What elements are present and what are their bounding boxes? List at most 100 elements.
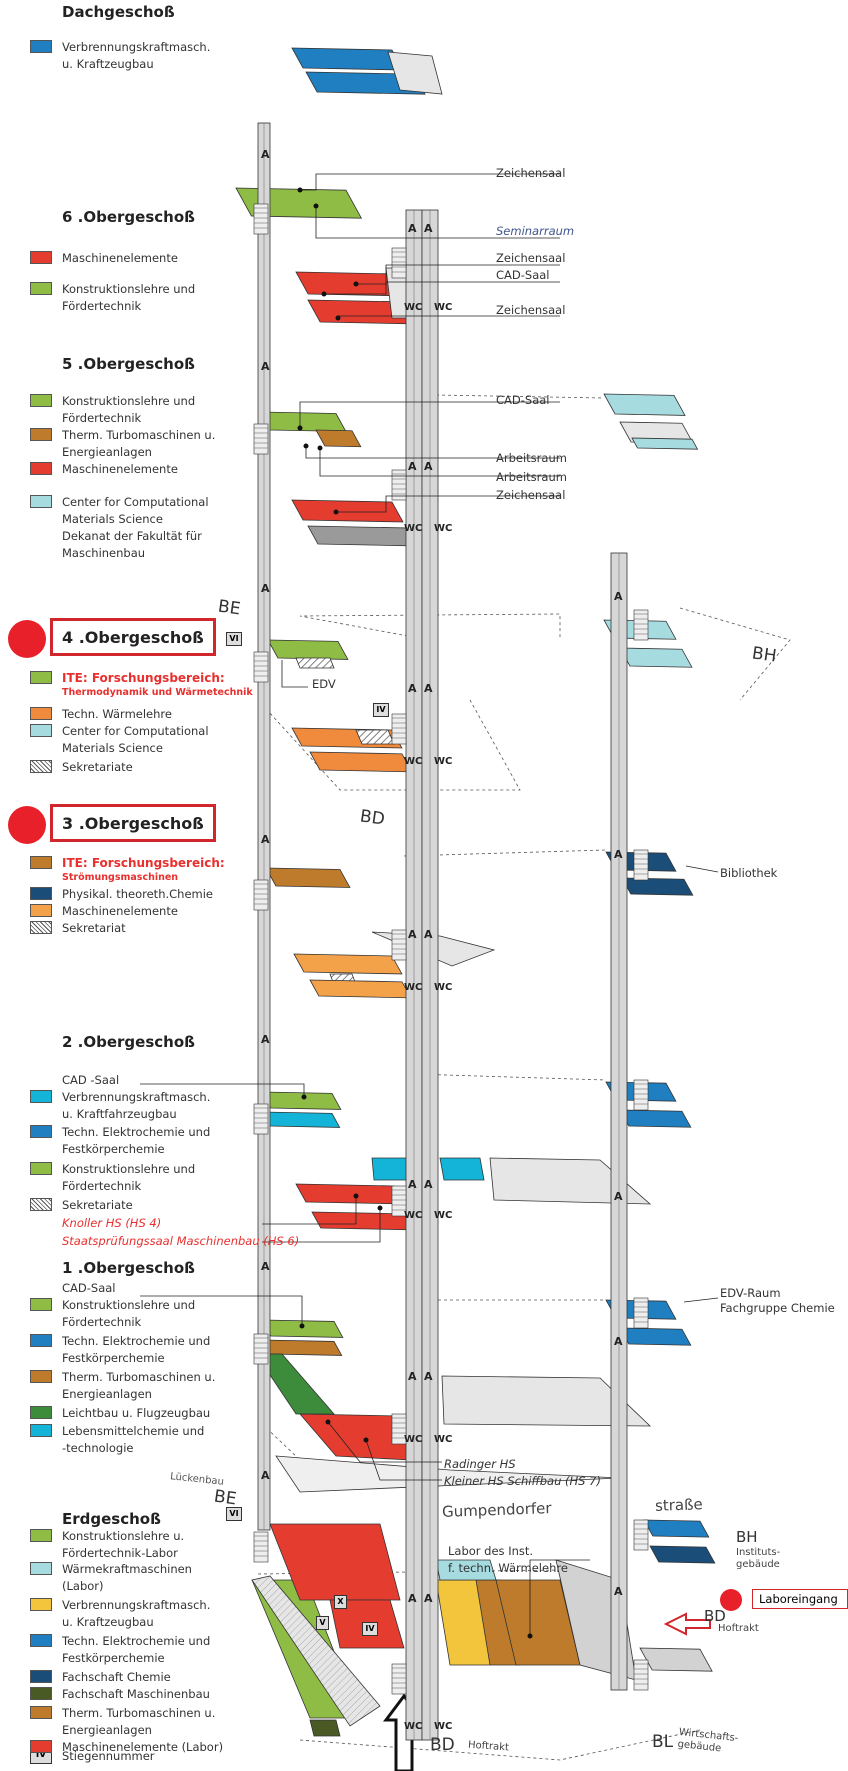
building-bd-hoftrakt: BD [704,1607,726,1625]
stair-block-13 [253,203,269,235]
legend-swatch-og4-0 [30,707,52,720]
building-be-4: BE [216,596,242,620]
legend-label-og4-2: Sekretariate [62,760,133,774]
eg-darkolive-plate [309,1719,341,1737]
lift-label-left-4: A [261,1033,270,1046]
lift-label-center-2: A [408,460,417,473]
eg-lightcyan-plate [435,1559,497,1581]
legend-label-og4-0: Techn. Wärmelehre [62,707,172,721]
legend-swatch-og6-0 [30,251,52,264]
building-bl: BL [652,1732,674,1752]
dash-og3-a [403,849,607,857]
dash-eg-b [299,1729,701,1761]
lift-label-center-8: A [408,1178,417,1191]
og4-hatch [295,657,335,669]
line-zeichensaal-5 [336,495,560,513]
dash-bh-4 [679,607,791,701]
callout-dots [297,187,533,1639]
callout-arbeitsraum-1: Arbeitsraum [496,451,567,465]
stair-block-3 [391,929,407,961]
laboreingang-label: Laboreingang [752,1589,848,1609]
callout-radinger-hs: Radinger HS [444,1457,516,1471]
og5-green-slab [259,411,347,432]
lift-label-center-4: A [408,682,417,695]
wc-label-13: WC [434,1721,452,1732]
legend-swatch-og5-0 [30,394,52,407]
roof-stair-core [387,51,443,95]
og4-marker-dot [8,620,46,658]
lift-label-center-0: A [408,222,417,235]
callout-dot-6 [303,443,309,449]
legend-swatch-og4-2 [30,760,52,773]
callout-dot-7 [317,445,323,451]
lift-label-center-9: A [424,1178,433,1191]
wc-label-3: WC [434,523,452,534]
og3-brown-slab [265,867,351,888]
legend-swatch-og5-2 [30,462,52,475]
dash-og4-a [299,613,561,640]
og4-green-slab [267,639,349,660]
legend-swatch-og1-0 [30,1298,52,1311]
og2-knoller-hs: Knoller HS (HS 4) [62,1216,162,1230]
legend-swatch-og5-3 [30,495,52,508]
lift-label-left-0: A [261,148,270,161]
legend-label-eg-0: Konstruktionslehre u. Fördertechnik-Labo… [62,1529,185,1560]
stair-marker-vi-og4: VI [226,632,242,646]
stair-marker-vi-eg: VI [226,1507,242,1521]
callout-dot-4 [335,315,341,321]
callout-lines [140,173,719,1636]
legend-swatch-og2-3 [30,1198,52,1211]
og1-cad-saal: CAD-Saal [62,1281,116,1295]
eg-blue-slab-right [643,1519,710,1538]
legend-label-og1-3: Leichtbau u. Flugzeugbau [62,1406,211,1420]
legend-swatch-og2-0 [30,1090,52,1103]
legend-swatch-og1-1 [30,1334,52,1347]
legend-label-og5-3: Center for Computational Materials Scien… [62,495,209,560]
wc-label-1: WC [434,302,452,313]
building-institutsgebaeude: Instituts- gebäude [736,1547,781,1570]
wc-label-7: WC [434,982,452,993]
og4-ite-title: ITE: Forschungsbereich: [62,671,225,685]
og1-blue-slab-right-2 [619,1327,692,1346]
building-bd-eg: BD [430,1735,455,1755]
legend-label-og3-2: Sekretariat [62,921,126,935]
floor-title-eg: Erdgeschoß [62,1510,161,1528]
line-knoller [262,1196,357,1225]
lift-label-right-3: A [614,1335,623,1348]
lift-label-left-6: A [261,1469,270,1482]
callout-dot-5 [297,425,303,431]
callout-dot-9 [301,1094,307,1100]
legend-label-eg-1: Wärmekraftmaschinen (Labor) [62,1562,192,1593]
stair-block-9 [633,1079,649,1111]
line-og1-cad [140,1295,303,1326]
og1-darkgreen-plate [255,1353,335,1415]
callout-edv-raum: EDV-Raum Fachgruppe Chemie [720,1286,835,1315]
og1-brown-slab [261,1339,343,1356]
og2-green-slab [261,1091,342,1110]
lift-label-right-0: A [614,590,623,603]
floor-title-og2: 2 .Obergeschoß [62,1033,195,1051]
stair-block-6 [391,1663,407,1695]
line-zeichensaal-top [300,173,560,191]
legend-swatch-eg-6 [30,1706,52,1719]
legend-label-og2-0: Verbrennungskraftmasch. u. Kraftfahrzeug… [62,1090,211,1121]
street-gumpendorfer: Gumpendorfer [441,1499,552,1521]
wc-label-12: WC [404,1721,422,1732]
eg-red-plate [269,1523,401,1601]
wc-label-0: WC [404,302,422,313]
og1-gray-plate [441,1375,652,1427]
legend-swatch-og6-1 [30,282,52,295]
legend-swatch-eg-0 [30,1529,52,1542]
stair-block-15 [253,651,269,683]
line-arbeitsraum-1 [305,446,560,459]
og2-cyan-block-2 [439,1157,485,1181]
legend-label-eg-2: Verbrennungskraftmasch. u. Kraftzeugbau [62,1598,211,1629]
og3-marker-dot [8,806,46,844]
building-bd-3: BD [358,806,387,830]
og2-cyan-slab [261,1111,341,1128]
lift-label-center-11: A [424,1370,433,1383]
callout-dot-3 [321,291,327,297]
legend-swatch-og4-1 [30,724,52,737]
og4-hatch-2 [355,729,395,745]
